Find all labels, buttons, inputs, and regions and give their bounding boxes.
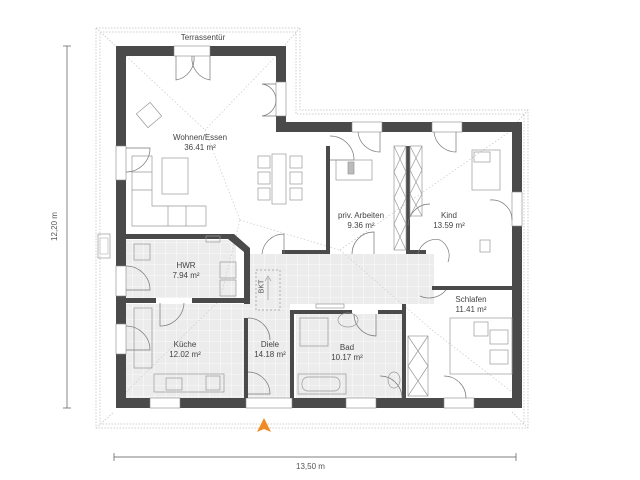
room-area: 36.41 m² bbox=[184, 143, 216, 152]
furniture bbox=[97, 101, 513, 397]
width-dimension: 13,50 m bbox=[296, 462, 325, 471]
room-area: 14.18 m² bbox=[254, 350, 286, 359]
room-area: 12.02 m² bbox=[169, 350, 201, 359]
room-name: Schlafen bbox=[455, 295, 487, 304]
room-name: Bad bbox=[339, 343, 355, 352]
roof-outline bbox=[95, 27, 529, 429]
tiled-floor bbox=[126, 240, 434, 398]
room-area: 10.17 m² bbox=[331, 353, 363, 362]
room-area: 13.59 m² bbox=[433, 221, 465, 230]
room-name: Kind bbox=[440, 211, 458, 220]
room-name: Diele bbox=[260, 340, 280, 349]
openings bbox=[115, 45, 523, 409]
room-bad: Bad 10.17 m² bbox=[331, 343, 363, 363]
room-kueche: Küche 12.02 m² bbox=[169, 340, 201, 360]
room-name: HWR bbox=[176, 261, 196, 270]
terrace-door-label: Terrassentür bbox=[180, 33, 226, 42]
entrance-arrow-icon bbox=[257, 418, 271, 432]
door-swings bbox=[125, 55, 513, 399]
room-area: 11.41 m² bbox=[455, 305, 487, 314]
room-hwr: HWR 7.94 m² bbox=[172, 261, 199, 281]
room-name: priv. Arbeiten bbox=[337, 211, 385, 220]
roof-ridge-lines bbox=[125, 55, 513, 393]
room-name: Wohnen/Essen bbox=[172, 133, 228, 142]
room-kind: Kind 13.59 m² bbox=[433, 211, 465, 231]
dimension-lines bbox=[63, 45, 517, 461]
room-priv-arbeiten: priv. Arbeiten 9.36 m² bbox=[338, 211, 384, 231]
room-schlafen: Schlafen 11.41 m² bbox=[455, 295, 486, 315]
stair-label: BKT bbox=[258, 279, 266, 294]
room-area: 7.94 m² bbox=[172, 271, 200, 280]
room-wohnen-essen: Wohnen/Essen 36.41 m² bbox=[173, 133, 227, 153]
height-dimension: 12,20 m bbox=[49, 212, 59, 241]
room-diele: Diele 14.18 m² bbox=[254, 340, 286, 360]
interior-walls bbox=[126, 146, 512, 398]
room-area: 9.36 m² bbox=[347, 221, 375, 230]
room-name: Küche bbox=[173, 340, 197, 349]
